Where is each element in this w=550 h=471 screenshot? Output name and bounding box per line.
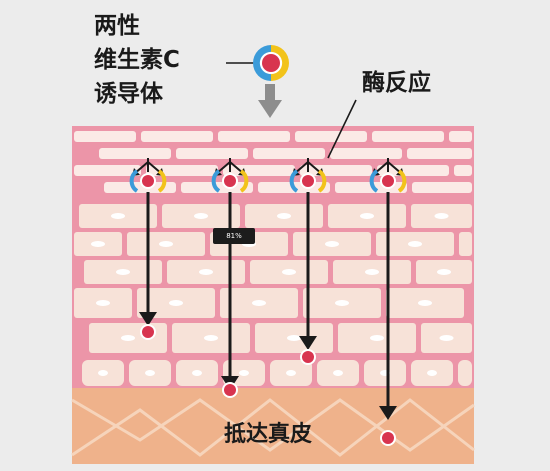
cell-nucleus (325, 241, 339, 247)
skin-cell (176, 148, 248, 159)
penetration-column (129, 158, 167, 340)
cell-nucleus (145, 370, 155, 376)
blue-bracket (369, 169, 379, 193)
progress-badge: 81% (213, 228, 255, 244)
cell-nucleus (192, 370, 202, 376)
cell-nucleus (169, 300, 183, 306)
yellow-bracket (157, 169, 167, 193)
skin-cell (74, 131, 136, 142)
molecule-label-line2: 维生素C (94, 47, 180, 73)
cell-nucleus (159, 241, 173, 247)
cell-nucleus (98, 370, 108, 376)
red-dot-icon (224, 175, 236, 187)
cell-nucleus (194, 213, 208, 219)
cell-nucleus (439, 335, 454, 341)
molecule-core (262, 54, 280, 72)
yellow-bracket (397, 169, 407, 193)
arrowhead (139, 312, 157, 326)
red-dot-icon (382, 175, 394, 187)
cell-nucleus (252, 300, 266, 306)
arrowhead (299, 336, 317, 350)
red-dot-icon (382, 432, 394, 444)
skin-cell (295, 131, 367, 142)
skin-cell (407, 148, 472, 159)
skin-cell (449, 131, 472, 142)
skin-cell (330, 148, 402, 159)
blue-bracket (129, 169, 139, 193)
red-dot-icon (302, 351, 314, 363)
red-dot-icon (302, 175, 314, 187)
cell-nucleus (286, 370, 296, 376)
cell-nucleus (333, 370, 343, 376)
cell-nucleus (204, 335, 218, 341)
blue-bracket (211, 169, 221, 193)
penetration-column (289, 158, 327, 365)
cell-nucleus (116, 269, 130, 275)
skin-cell (458, 360, 472, 386)
skin-cell (141, 131, 213, 142)
cell-nucleus (277, 213, 291, 219)
cell-nucleus (370, 335, 384, 341)
enzyme-leader-line (327, 99, 357, 159)
skin-cell (412, 182, 472, 193)
enzyme-reaction-label: 酶反应 (362, 70, 431, 96)
penetration-column (369, 158, 407, 446)
cell-nucleus (239, 370, 249, 376)
cell-nucleus (91, 241, 105, 247)
vitamin-c-molecule-icon (253, 45, 289, 81)
cell-nucleus (335, 300, 349, 306)
cell-nucleus (96, 300, 110, 306)
skin-cell (454, 165, 472, 176)
penetration-arrows (129, 158, 407, 446)
skin-cell (372, 131, 444, 142)
yellow-bracket (317, 169, 327, 193)
penetration-column (211, 158, 249, 398)
down-arrow-icon (258, 84, 282, 118)
red-dot-icon (224, 384, 236, 396)
red-dot-icon (142, 326, 154, 338)
skin-cell (218, 131, 290, 142)
red-dot-icon (142, 175, 154, 187)
arrowhead (379, 406, 397, 420)
molecule-label-line1: 两性 (94, 13, 140, 39)
skin-cell (253, 148, 325, 159)
dermis-pattern (71, 398, 475, 457)
cell-nucleus (437, 269, 451, 275)
cell-nucleus (365, 269, 379, 275)
skin-cell (74, 165, 141, 176)
cell-nucleus (111, 213, 125, 219)
cell-nucleus (199, 269, 213, 275)
cell-nucleus (282, 269, 296, 275)
cell-nucleus (427, 370, 437, 376)
cell-nucleus (121, 335, 135, 341)
cell-nucleus (418, 300, 432, 306)
cell-nucleus (434, 213, 449, 219)
molecule-label-line3: 诱导体 (94, 81, 163, 107)
cell-nucleus (360, 213, 374, 219)
dermis-label: 抵达真皮 (224, 422, 313, 447)
blue-bracket (289, 169, 299, 193)
yellow-bracket (239, 169, 249, 193)
skin-cell (104, 182, 176, 193)
skin-cell (99, 148, 171, 159)
skin-cell (459, 232, 472, 256)
cell-nucleus (408, 241, 422, 247)
cell-nucleus (287, 335, 301, 341)
